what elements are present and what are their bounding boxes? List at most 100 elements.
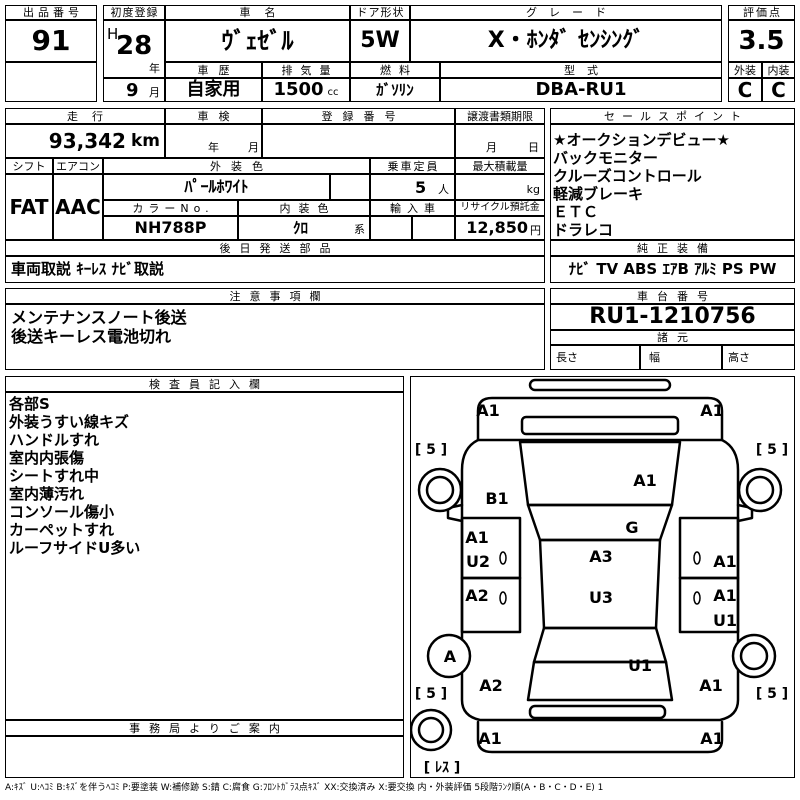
wheels [411, 467, 783, 752]
sales-point-item: 軽減ブレーキ [553, 185, 644, 203]
damage-roof-rear: U3 [589, 588, 613, 607]
sales-point-item: クルーズコントロール [553, 167, 702, 185]
door-handle-icon [693, 591, 701, 605]
sales-point-item: ★オークションデビュー★ [553, 131, 730, 149]
damage-left-rear-door: A2 [465, 586, 489, 605]
rear-left-wheel-icon [426, 633, 472, 679]
score-label: 評価点 [728, 5, 795, 20]
capacity-label: 乗車定員 [370, 158, 455, 174]
displacement-unit: cc [327, 87, 339, 98]
transfer-deadline-cell: 月 日 [455, 124, 545, 158]
overall-score: 3.5 [728, 20, 795, 62]
damage-left-front-door-lower: U2 [466, 552, 490, 571]
damage-diagram: A1 A1 A1 B1 G A1 U2 A3 A1 A2 U3 A1 U1 A … [410, 376, 795, 778]
left-rear-door [460, 576, 522, 634]
door-type-label: ドア形状 [350, 5, 410, 20]
max-load-label: 最大積載量 [455, 158, 545, 174]
equipment-label: 純正装備 [550, 240, 795, 256]
inspector-note-item: 室内内張傷 [9, 449, 85, 467]
first-registration-label: 初度登録 [103, 5, 165, 20]
legend: A:ｷｽﾞ U:ﾍｺﾐ B:ｷｽﾞを伴うﾍｺﾐ P:要塗装 W:補修跡 S:錆 … [5, 783, 604, 793]
inspector-note-item: カーペットすれ [9, 521, 115, 539]
interior-color-unit: 系 [354, 223, 365, 236]
history: 自家用 [165, 78, 262, 102]
inspector-note-item: 室内薄汚れ [9, 485, 85, 503]
tire-treads: [ 5 ] [ 5 ] [ 5 ] [ 5 ] [ ﾚｽ ] [415, 442, 788, 776]
grade-label: グレード [410, 5, 722, 20]
trunk [526, 660, 674, 702]
damage-left-rear-quarter: A2 [479, 676, 503, 695]
color-no-label: カラーNo. [103, 200, 238, 216]
tire-front-left: [ 5 ] [415, 442, 447, 458]
office-notice-label: 事務局よりご案内 [5, 720, 404, 736]
shift: FAT [5, 174, 53, 240]
door-type: 5W [350, 20, 410, 62]
year-unit: 年 [149, 62, 160, 75]
recycle-fee-label: リサイクル預託金 [455, 200, 545, 216]
note-item: 後送キーレス電池切れ [11, 327, 172, 346]
windshield [526, 503, 674, 542]
capacity-cell: 5 人 [370, 174, 455, 200]
tire-front-right: [ 5 ] [756, 442, 788, 458]
damage-windshield: G [625, 518, 638, 537]
color-no: NH788P [103, 216, 238, 240]
front-grille [520, 415, 680, 436]
body-outline [460, 438, 740, 722]
import-cell-b [412, 216, 455, 240]
exterior-color: ﾊﾟｰﾙﾎﾜｲﾄ [103, 174, 330, 200]
damage-trunk: U1 [628, 656, 652, 675]
aircon: AAC [53, 174, 103, 240]
inspection-month-unit: 月 [248, 141, 259, 154]
office-notice [5, 736, 404, 778]
max-load-cell: kg [455, 174, 545, 200]
inspector-note-item: コンソール傷小 [9, 503, 115, 521]
chassis-number: RU1-1210756 [550, 304, 795, 330]
deadline-day-unit: 日 [528, 141, 539, 154]
equipment: ﾅﾋﾞ TV ABS ｴｱB ｱﾙﾐ PS PW [550, 256, 795, 283]
rear-roof-edge [528, 704, 667, 720]
first-registration-year-cell: H 28 年 [103, 20, 165, 78]
displacement: 1500 [273, 79, 324, 100]
damage-hood: A1 [633, 471, 657, 490]
sales-point-item: ドラレコ [553, 221, 614, 239]
damage-front-left-corner: A1 [476, 401, 500, 420]
mileage-cell: 93,342 km [5, 124, 165, 158]
car-name: ｳﾞｪｾﾞﾙ [165, 20, 350, 62]
fuel: ｶﾞｿﾘﾝ [350, 78, 440, 102]
sales-point-item: ＥＴＣ [553, 203, 599, 221]
inspector-notes: 各部S 外装うすい線キズ ハンドルすれ 室内内張傷 シートすれ中 室内薄汚れ コ… [5, 392, 404, 720]
import-cell-a [370, 216, 412, 240]
damage-rear-right-corner: A1 [700, 729, 724, 748]
registration-month: 9 [126, 80, 139, 101]
left-mirror [446, 503, 464, 523]
inspector-note-item: 外装うすい線キズ [9, 413, 130, 431]
month-unit: 月 [149, 86, 160, 99]
door-handles [499, 551, 701, 605]
notes-label: 注意事項欄 [5, 288, 545, 304]
tire-spare: [ ﾚｽ ] [424, 760, 461, 776]
inspection-label: 車検 [165, 108, 262, 124]
recycle-fee-cell: 12,850 円 [455, 216, 545, 240]
first-registration-month-cell: 9 月 [103, 78, 165, 102]
front-right-wheel-hub [745, 475, 775, 505]
displacement-cell: 1500 cc [262, 78, 350, 102]
model-code-label: 型式 [440, 62, 722, 78]
rear-bumper [476, 720, 724, 754]
tire-rear-left: [ 5 ] [415, 686, 447, 702]
displacement-label: 排気量 [262, 62, 350, 78]
damage-right-front-door: A1 [713, 552, 737, 571]
car-name-label: 車名 [165, 5, 350, 20]
right-rear-door [678, 576, 740, 634]
inspector-note-item: シートすれ中 [9, 467, 100, 485]
recycle-fee-unit: 円 [530, 224, 541, 237]
front-roof-edge [528, 378, 672, 392]
shift-label: シフト [5, 158, 53, 174]
lot-blank-cell [5, 62, 97, 102]
door-handle-icon [499, 591, 507, 605]
mileage-unit: km [130, 130, 160, 151]
era: H [107, 25, 119, 43]
damage-left-front-fender: B1 [485, 489, 508, 508]
max-load-unit: kg [526, 183, 540, 196]
specs-label: 諸元 [550, 330, 795, 345]
